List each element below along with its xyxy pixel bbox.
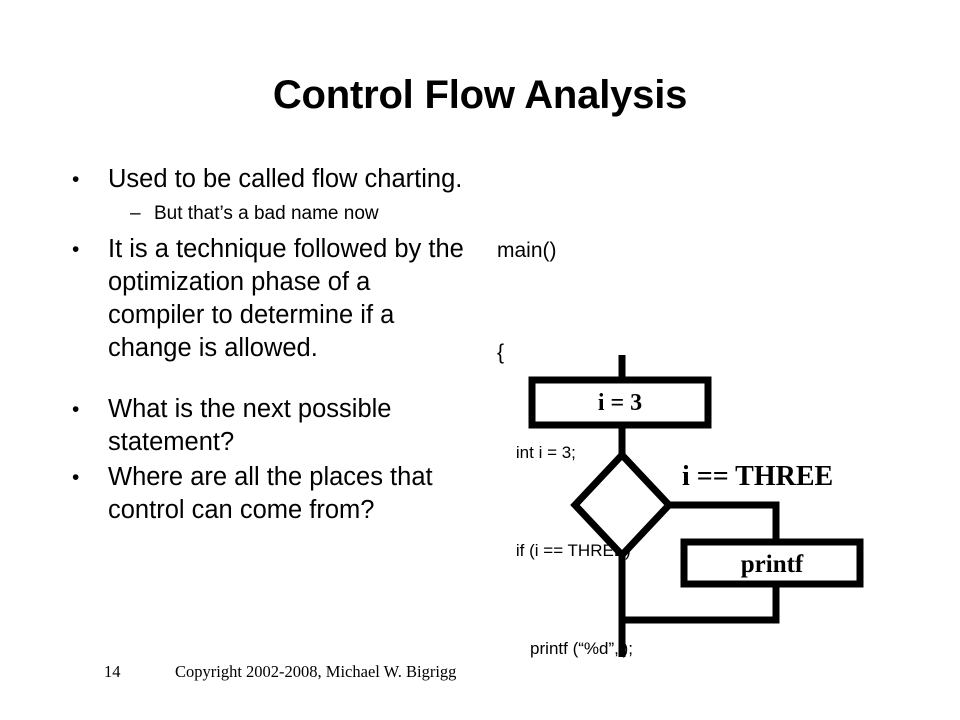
decision-label: i == THREE	[682, 461, 833, 492]
list-spacer	[72, 367, 472, 393]
code-line: {	[497, 341, 505, 364]
bullet-dot-icon: •	[72, 466, 80, 489]
bullet-dot-icon: •	[72, 398, 80, 421]
merge-connector	[622, 584, 780, 624]
list-item: • Used to be called flow charting.	[72, 163, 472, 196]
bullet-dash-icon: –	[130, 203, 141, 224]
page-title: Control Flow Analysis	[272, 73, 688, 117]
list-item: • It is a technique followed by the opti…	[72, 233, 472, 365]
bullet-list: • Used to be called flow charting. – But…	[72, 163, 472, 529]
page-number: 14	[104, 662, 121, 681]
copyright-notice: Copyright 2002-2008, Michael W. Bigrigg	[175, 662, 457, 681]
bullet-dot-icon: •	[72, 168, 80, 191]
bullet-dot-icon: •	[72, 238, 80, 261]
code-line: int i = 3;	[497, 443, 576, 462]
list-item-label: It is a technique followed by the optimi…	[108, 235, 464, 362]
list-item-label: Used to be called flow charting.	[108, 165, 463, 193]
output-box-label: printf	[741, 551, 804, 578]
code-snippet: main() { int i = 3; if (i == THREE) prin…	[497, 166, 797, 720]
list-item-label: But that’s a bad name now	[154, 203, 379, 224]
list-item: • What is the next possible statement?	[72, 393, 472, 459]
process-box-label: i = 3	[598, 390, 642, 416]
true-branch-connector	[667, 501, 780, 542]
list-item: – But that’s a bad name now	[72, 200, 472, 227]
list-item-label: What is the next possible statement?	[108, 395, 392, 456]
slide-footer: 14 Copyright 2002-2008, Michael W. Bigri…	[0, 661, 960, 687]
process-box	[528, 376, 712, 429]
list-item-label: Where are all the places that control ca…	[108, 463, 433, 524]
flowchart-diagram: i = 3 i == THREE printf	[510, 345, 910, 675]
code-line: printf (“%d”,i);	[497, 639, 634, 658]
output-box	[680, 538, 864, 588]
decision-diamond	[570, 449, 674, 561]
list-item: • Where are all the places that control …	[72, 461, 472, 527]
code-line: main()	[497, 239, 557, 262]
